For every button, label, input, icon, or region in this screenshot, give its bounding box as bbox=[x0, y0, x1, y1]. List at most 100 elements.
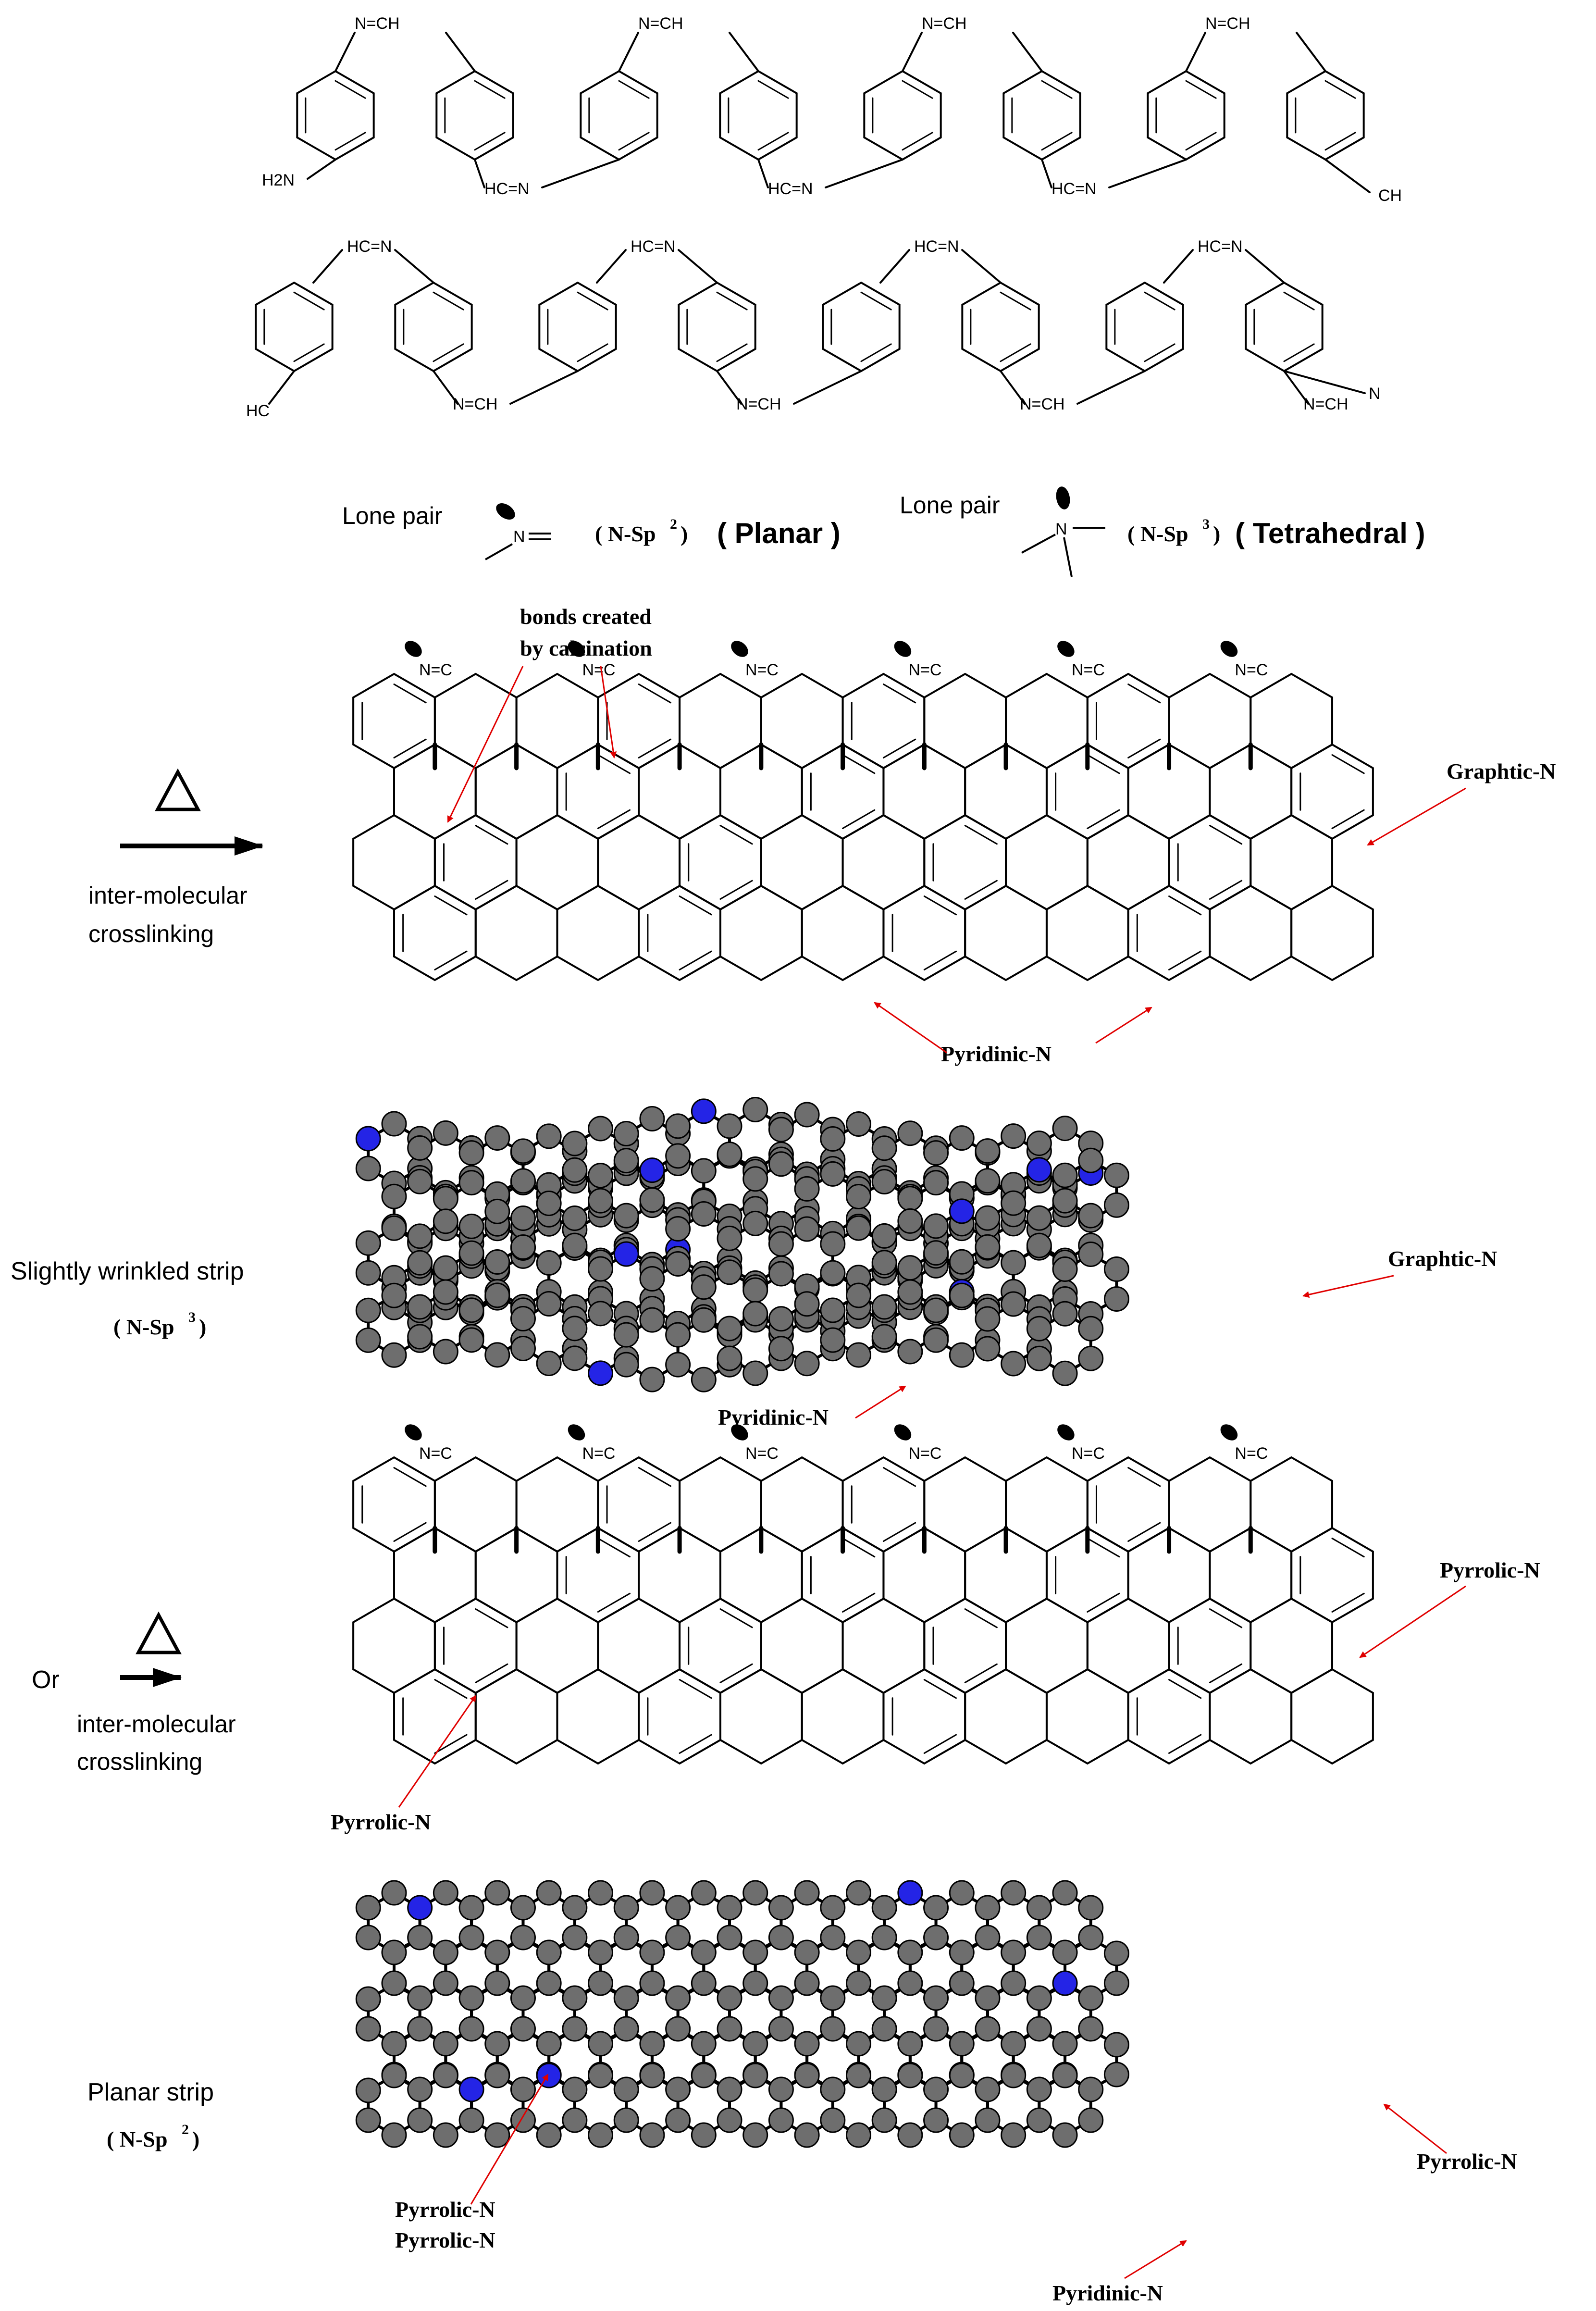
strip1-sub-close: ) bbox=[199, 1315, 206, 1339]
lone-pair bbox=[1057, 641, 1075, 657]
carbon-atom bbox=[510, 2107, 536, 2133]
lone-pair bbox=[405, 1424, 422, 1441]
fused-ring bbox=[433, 1597, 518, 1694]
carbon-atom bbox=[1103, 1970, 1129, 1996]
carbon-atom bbox=[355, 2016, 381, 2042]
carbon-atom bbox=[742, 1880, 768, 1906]
carbon-atom bbox=[588, 1188, 614, 1214]
carbon-atom bbox=[717, 1259, 742, 1285]
lone-pair bbox=[1220, 641, 1238, 657]
carbon-atom bbox=[975, 1895, 1001, 1921]
step2-callout-pyrrolic-left-arrow bbox=[398, 1695, 477, 1808]
carbon-atom bbox=[1026, 1985, 1052, 2011]
fused-ring bbox=[433, 1456, 518, 1553]
carbon-atom bbox=[897, 1970, 923, 1996]
fused-ring bbox=[515, 672, 599, 770]
nitrogen-atom bbox=[458, 2076, 484, 2102]
carbon-atom bbox=[768, 2016, 794, 2042]
carbon-atom bbox=[845, 1939, 871, 1965]
carbon-atom bbox=[949, 1282, 975, 1308]
carbon-atom bbox=[381, 1111, 407, 1137]
carbon-atom bbox=[510, 1306, 536, 1332]
carbon-atom bbox=[742, 1360, 768, 1386]
benzene-ring bbox=[1002, 70, 1081, 161]
carbon-atom bbox=[639, 1367, 665, 1392]
carbon-atom bbox=[1026, 1895, 1052, 1921]
carbon-atom bbox=[691, 1201, 717, 1227]
carbon-atom bbox=[1103, 2062, 1129, 2087]
carbon-atom bbox=[1026, 1205, 1052, 1231]
carbon-atom bbox=[588, 1939, 614, 1965]
carbon-atom bbox=[536, 2031, 562, 2057]
carbon-atom bbox=[433, 2031, 458, 2057]
carbon-atom bbox=[1078, 2016, 1104, 2042]
carbon-atom bbox=[458, 1925, 484, 1951]
imine-label: HC=N bbox=[631, 237, 676, 256]
fused-ring bbox=[1250, 1456, 1334, 1553]
carbon-atom bbox=[871, 1135, 897, 1161]
carbon-atom bbox=[1052, 1880, 1078, 1906]
legend-planar: ( Planar ) bbox=[717, 517, 841, 549]
carbon-atom bbox=[897, 2031, 923, 2057]
imine-label: N=CH bbox=[638, 14, 683, 33]
fused-ring bbox=[923, 672, 1007, 770]
carbon-atom bbox=[588, 1301, 614, 1327]
lone-pair bbox=[731, 1424, 748, 1441]
fused-ring bbox=[515, 1456, 599, 1553]
carbon-atom bbox=[871, 1169, 897, 1195]
carbon-atom bbox=[845, 1111, 871, 1137]
step2-caption-line2: crosslinking bbox=[77, 1748, 202, 1775]
carbon-atom bbox=[433, 1970, 458, 1996]
carbon-atom bbox=[1103, 1192, 1129, 1218]
carbon-atom bbox=[717, 1142, 742, 1168]
carbon-atom bbox=[536, 1291, 562, 1317]
carbon-atom bbox=[820, 2107, 846, 2133]
benzene-ring bbox=[255, 281, 334, 373]
carbon-atom bbox=[613, 1895, 639, 1921]
step1-callout-graphitic-arrow bbox=[1367, 787, 1466, 846]
carbon-atom bbox=[1078, 1147, 1104, 1173]
carbon-atom bbox=[845, 1282, 871, 1308]
fused-ring bbox=[923, 1597, 1007, 1694]
carbon-atom bbox=[742, 1939, 768, 1965]
carbon-atom bbox=[433, 1255, 458, 1281]
legend-sp3-label: ( N-Sp bbox=[1127, 522, 1188, 546]
carbon-atom bbox=[923, 1925, 949, 1951]
carbon-atom bbox=[949, 1249, 975, 1275]
carbon-atom bbox=[381, 1183, 407, 1209]
carbon-atom bbox=[717, 1225, 742, 1251]
carbon-atom bbox=[717, 2107, 742, 2133]
carbon-atom bbox=[820, 2016, 846, 2042]
carbon-atom bbox=[845, 2063, 871, 2088]
carbon-atom bbox=[639, 1939, 665, 1965]
imine-label: HC=N bbox=[768, 180, 813, 198]
carbon-atom bbox=[407, 1250, 433, 1276]
polymer-chain: N=CHHC=NN=CHHC=NN=CHHC=NN=CHHC=NN=CHHC=N… bbox=[255, 14, 1371, 413]
carbon-atom bbox=[1078, 1895, 1104, 1921]
step2-callout-pyrrolic-right-arrow bbox=[1359, 1585, 1466, 1658]
fused-ring bbox=[964, 1668, 1048, 1765]
fused-ring bbox=[719, 884, 803, 982]
svg-text:N: N bbox=[513, 528, 525, 546]
carbon-atom bbox=[845, 2031, 871, 2057]
fused-ring bbox=[1290, 884, 1374, 982]
step1-caption-line1: inter-molecular bbox=[88, 882, 247, 909]
carbon-atom bbox=[433, 1339, 458, 1365]
legend-sp2-close: ) bbox=[680, 522, 688, 546]
svg-text:N: N bbox=[1055, 520, 1067, 538]
carbon-atom bbox=[484, 1970, 510, 1996]
carbon-atom bbox=[1052, 1256, 1078, 1282]
carbon-atom bbox=[484, 2031, 510, 2057]
strip2-callout-pyrrolic-right: Pyrrolic-N bbox=[1417, 2149, 1517, 2174]
fused-ring bbox=[679, 672, 762, 770]
fused-ring bbox=[801, 884, 885, 982]
carbon-atom bbox=[588, 1163, 614, 1189]
imine-label: HC=N bbox=[1052, 180, 1097, 198]
fused-ring bbox=[352, 814, 436, 911]
polymer-end-ch: CH bbox=[1378, 186, 1402, 205]
carbon-atom bbox=[665, 1925, 691, 1951]
carbon-atom bbox=[536, 1970, 562, 1996]
carbon-atom bbox=[923, 1327, 949, 1353]
carbon-atom bbox=[845, 1342, 871, 1368]
carbon-atom bbox=[458, 1170, 484, 1196]
